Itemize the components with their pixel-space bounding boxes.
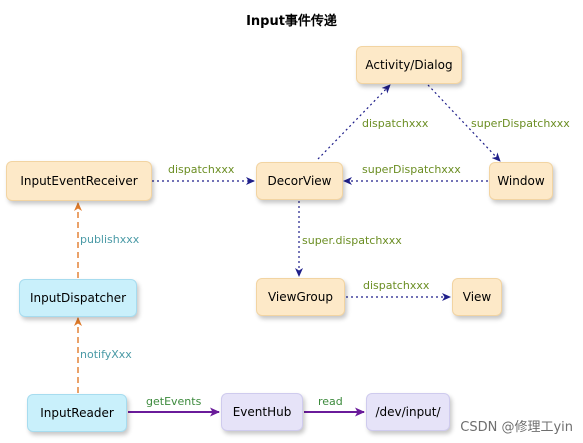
node-input-dispatcher: InputDispatcher (19, 279, 137, 317)
node-input-event-receiver: InputEventReceiver (6, 161, 152, 201)
edge-label-eventhub-to-devinput: read (318, 395, 343, 408)
diagram-title: Input事件传递 (246, 14, 337, 29)
edge-decor-to-activity (317, 84, 391, 160)
edge-label-reader-to-dispatcher: notifyXxx (80, 348, 132, 361)
node-input-reader: InputReader (27, 394, 127, 432)
edge-label-decor-to-viewgroup: super.dispatchxxx (302, 234, 402, 247)
node-window: Window (489, 162, 553, 200)
edge-label-decor-to-activity: dispatchxxx (362, 117, 429, 130)
node-event-hub: EventHub (221, 393, 303, 431)
edge-label-window-to-decor: superDispatchxxx (362, 163, 461, 176)
edge-label-receiver-to-decor: dispatchxxx (168, 163, 235, 176)
edge-label-dispatcher-to-receiver: publishxxx (80, 233, 140, 246)
csdn-watermark: CSDN @修理工yin (460, 420, 573, 435)
node-view-group: ViewGroup (256, 278, 345, 316)
edge-label-activity-to-window: superDispatchxxx (471, 117, 570, 130)
node-activity-dialog: Activity/Dialog (356, 46, 462, 84)
node-decor-view: DecorView (256, 162, 343, 200)
edge-label-reader-to-eventhub: getEvents (146, 395, 202, 408)
edge-label-viewgroup-to-view: dispatchxxx (363, 279, 430, 292)
node-dev-input: /dev/input/ (366, 393, 450, 431)
node-view: View (452, 278, 502, 316)
